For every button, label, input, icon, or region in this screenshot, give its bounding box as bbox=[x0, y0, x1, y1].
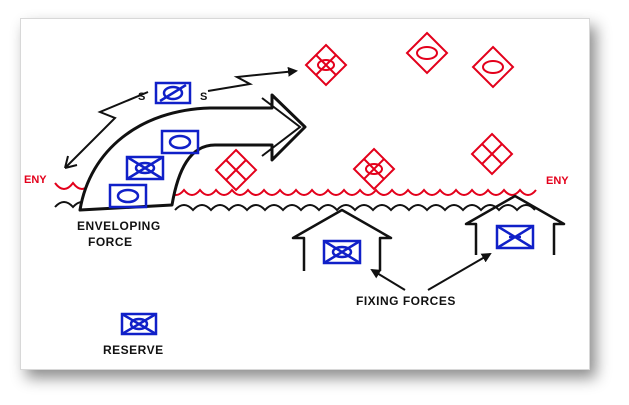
enemy-mech-unit-2 bbox=[352, 147, 396, 191]
friendly-armor-unit-2 bbox=[108, 183, 148, 209]
fixing-forces-label: FIXING FORCES bbox=[356, 294, 456, 308]
screening-arrow bbox=[64, 66, 298, 169]
friendly-infantry-unit-fixing-2 bbox=[495, 224, 535, 250]
friendly-airborne-unit bbox=[154, 81, 192, 105]
enveloping-force-label-line2: FORCE bbox=[88, 235, 133, 249]
enemy-mech-unit-1 bbox=[304, 43, 348, 87]
friendly-armor-unit-1 bbox=[160, 129, 200, 155]
friendly-mech-unit-1 bbox=[125, 155, 165, 181]
eny-label-left: ENY bbox=[24, 174, 47, 186]
fixing-arrow-1 bbox=[291, 208, 393, 271]
reserve-label: RESERVE bbox=[103, 343, 164, 357]
enemy-infantry-unit-1 bbox=[214, 148, 258, 192]
eny-label-right: ENY bbox=[546, 175, 569, 187]
fixing-arrow-2 bbox=[464, 194, 566, 255]
fixing-label-pointers bbox=[370, 252, 492, 291]
enemy-armor-unit-1 bbox=[405, 31, 449, 75]
friendly-mech-unit-reserve bbox=[120, 312, 158, 336]
screen-label-right: S bbox=[200, 91, 207, 103]
enemy-units bbox=[214, 31, 515, 192]
enemy-infantry-unit-2 bbox=[470, 132, 514, 176]
enveloping-force-label-line1: ENVELOPING bbox=[77, 219, 161, 233]
friendly-units bbox=[108, 81, 535, 336]
fixing-force-arrows bbox=[291, 194, 566, 271]
screen-label-left: S bbox=[138, 91, 145, 103]
friendly-mech-unit-fixing-1 bbox=[322, 239, 362, 265]
enemy-armor-unit-2 bbox=[471, 45, 515, 89]
